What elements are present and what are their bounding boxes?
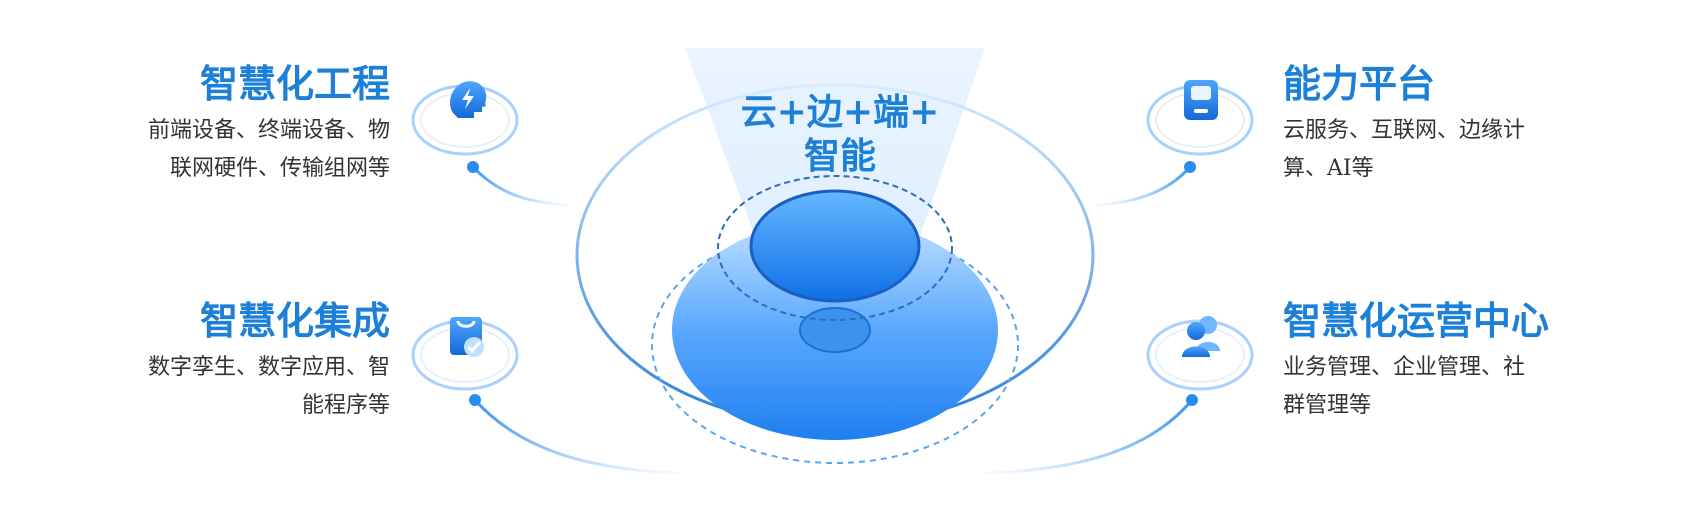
engineering-desc-line1: 前端设备、终端设备、物: [147, 118, 390, 143]
mobile-device-icon: [1184, 80, 1218, 120]
inner-dashed-ring: [717, 175, 953, 321]
integration-desc-line2: 能程序等: [301, 393, 390, 418]
operations-desc-line2: 群管理等: [1283, 393, 1372, 418]
connector-disc: [799, 307, 871, 353]
connector-dot: [1184, 161, 1196, 173]
operations-desc-line1: 业务管理、企业管理、社: [1283, 355, 1526, 380]
curve-connector-bottom-right: [984, 399, 1194, 475]
operations-title: 智慧化运营中心: [1283, 298, 1550, 343]
platform-description: 云服务、互联网、边缘计 算、AI等: [1283, 112, 1623, 188]
operations-description: 业务管理、企业管理、社 群管理等: [1283, 349, 1623, 425]
engineering-description: 前端设备、终端设备、物 联网硬件、传输组网等: [60, 112, 390, 188]
integration-description: 数字孪生、数字应用、智 能程序等: [60, 349, 390, 425]
integration-desc-line1: 数字孪生、数字应用、智: [147, 355, 390, 380]
block-engineering: 智慧化工程 前端设备、终端设备、物 联网硬件、传输组网等: [60, 60, 390, 188]
integration-title: 智慧化集成: [199, 298, 390, 343]
block-operations: 智慧化运营中心 业务管理、企业管理、社 群管理等: [1283, 297, 1623, 425]
block-integration: 智慧化集成 数字孪生、数字应用、智 能程序等: [60, 297, 390, 425]
check-badge-icon: [450, 317, 484, 357]
engineering-desc-line2: 联网硬件、传输组网等: [169, 156, 390, 181]
light-beam: [685, 48, 985, 250]
center-label-line1: 云+边+端+: [740, 91, 940, 133]
platform-title: 能力平台: [1283, 61, 1436, 106]
top-disc: [749, 189, 921, 303]
block-platform: 能力平台 云服务、互联网、边缘计 算、AI等: [1283, 60, 1623, 188]
center-label: 云+边+端+ 智能: [700, 90, 980, 178]
curve-connector-bottom-left: [473, 398, 681, 475]
platform-desc-line2: 算、AI等: [1283, 156, 1374, 181]
engineering-title: 智慧化工程: [199, 61, 390, 106]
connector-dot: [1186, 394, 1198, 406]
center-label-line2: 智能: [803, 135, 876, 177]
curve-connector-top-left: [471, 165, 571, 207]
curve-connector-top-right: [1094, 166, 1192, 207]
users-icon: [1182, 316, 1220, 357]
head-lightning-icon: [450, 81, 487, 118]
connector-dot: [467, 161, 479, 173]
platform-desc-line1: 云服务、互联网、边缘计: [1283, 118, 1526, 143]
connector-dot: [469, 394, 481, 406]
